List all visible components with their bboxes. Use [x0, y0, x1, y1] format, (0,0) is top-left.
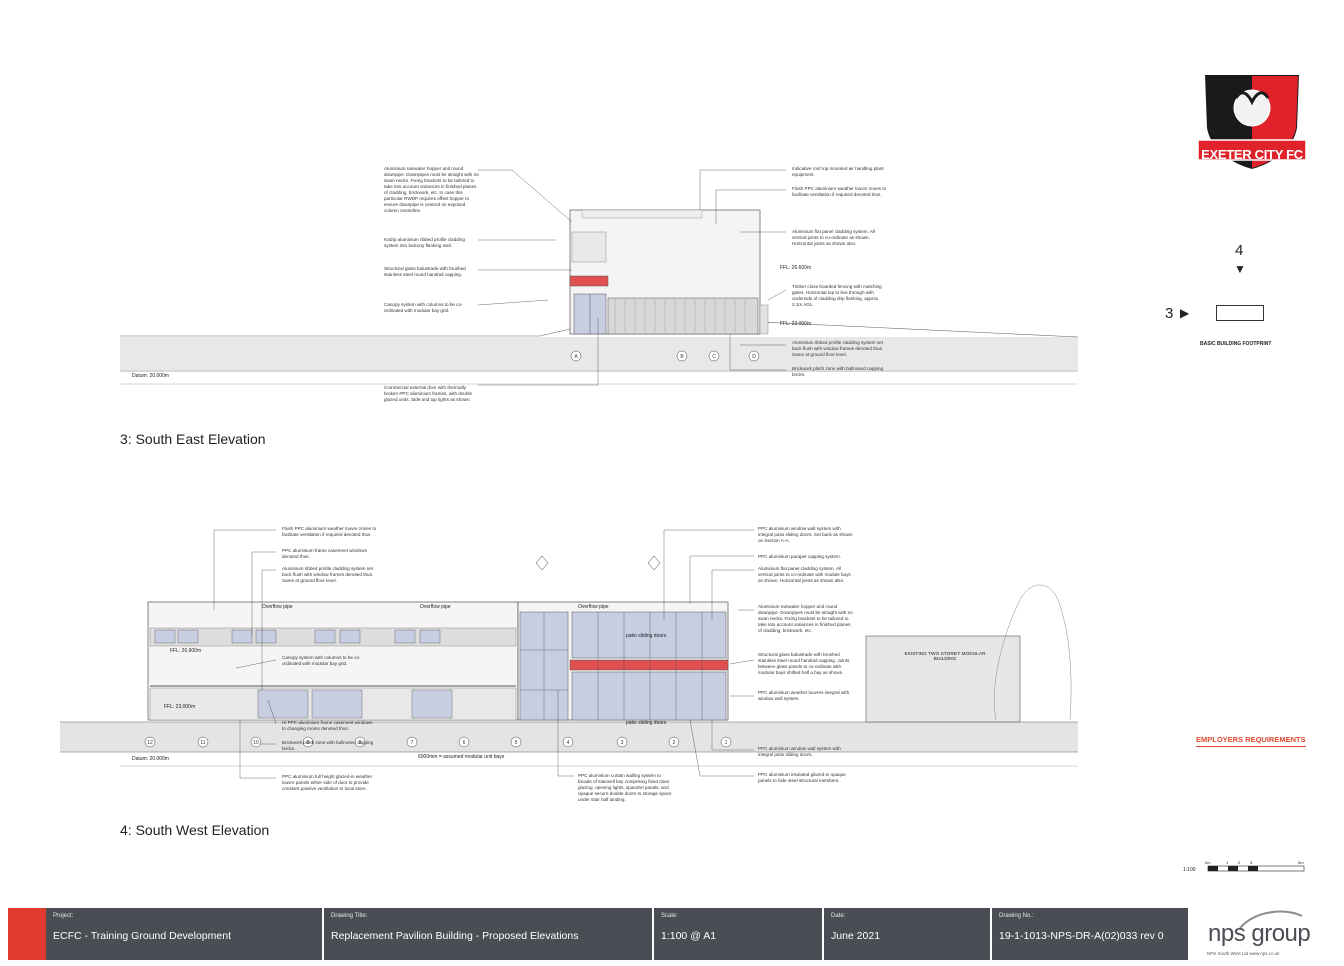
nps-group-swoosh-icon	[1239, 910, 1303, 929]
svg-text:8: 8	[359, 740, 362, 746]
key-plan-label-3: 3	[1165, 305, 1174, 322]
sw-ffl-lower: FFL: 23.000m	[164, 704, 196, 710]
sw-bay-note: 6000mm = assumed modular unit bays	[418, 754, 505, 760]
scale-bar	[1207, 865, 1305, 872]
se-note-brickwork-plinth: Brickwork plinth zone with bullnosed cap…	[792, 366, 884, 377]
svg-text:4: 4	[567, 740, 570, 746]
svg-text:11: 11	[200, 740, 205, 746]
se-note-rainwater-hopper: Aluminium rainwater hopper and round dow…	[384, 166, 479, 213]
svg-text:5: 5	[515, 740, 518, 746]
south-west-elevation-title: 4: South West Elevation	[120, 822, 270, 838]
se-note-ribbed-cladding: Aluminium ribbed profile cladding system…	[792, 340, 884, 357]
sw-note-brickwork-plinth: Brickwork plinth zone with bullnosed cap…	[282, 740, 374, 751]
sw-ffl-upper: FFL: 26.600m	[170, 648, 202, 654]
se-note-weather-louvres: Flush PPC aluminium weather louvre zones…	[792, 186, 887, 197]
sw-patio-label-lower: patio sliding doors	[626, 720, 667, 726]
title-block-drawing-no: Drawing No.: 19-1-1013-NPS-DR-A(02)033 r…	[994, 908, 1184, 960]
sw-note-flat-panel-cladding: Aluminium flat panel cladding system. Al…	[758, 566, 851, 583]
sw-note-curtain-walling: PPC aluminium curtain walling system to …	[578, 773, 672, 802]
se-note-external-door: Commercial external door with thermally …	[384, 385, 473, 402]
sw-note-ribbed-cladding: Aluminium ribbed profile cladding system…	[282, 566, 374, 583]
south-east-elevation-drawing: A B C D	[120, 169, 1079, 386]
sw-note-rainwater-hopper: Aluminium rainwater hopper and round dow…	[758, 604, 853, 633]
sw-overflow-pipe-label: Overflow pipe	[262, 604, 293, 610]
drawing-no-value: 19-1-1013-NPS-DR-A(02)033 rev 0	[999, 930, 1164, 942]
se-note-canopy-system: Canopy system with columns to be co-ordi…	[384, 302, 463, 313]
scale-caption: Scale:	[661, 913, 678, 919]
sw-overflow-pipe-label-2: Overflow pipe	[420, 604, 451, 610]
svg-text:B: B	[680, 354, 684, 360]
scale-tick-0: 0m	[1205, 860, 1211, 865]
title-block-divider	[990, 908, 992, 960]
se-note-glass-balustrade: Structural glass balustrade with brushed…	[384, 266, 466, 277]
svg-text:10: 10	[253, 740, 259, 746]
key-plan-footprint-box	[1216, 305, 1264, 321]
sw-note-canopy-system: Canopy system with columns to be co-ordi…	[282, 655, 361, 666]
company-sub: NPS South West Ltd www.nps.co.uk	[1207, 951, 1280, 956]
title-block-scale: Scale: 1:100 @ A1	[656, 908, 822, 960]
sw-note-window-wall-system: PPC aluminium window wall system with in…	[758, 526, 853, 543]
drawing-no-caption: Drawing No.:	[999, 913, 1034, 919]
scale-tick-2: 2	[1238, 860, 1241, 865]
sw-note-patio-doors: PPC aluminium window wall system with in…	[758, 746, 841, 757]
scale-tick-3: 3	[1250, 860, 1253, 865]
key-plan-label-4: 4	[1235, 242, 1244, 259]
company-name: nps group	[1208, 920, 1311, 947]
sw-note-casement-windows: PPC aluminium frame casement windows den…	[282, 548, 367, 559]
key-plan-arrow-right-icon: ▶	[1180, 306, 1190, 320]
svg-text:C: C	[712, 354, 716, 360]
title-block-divider	[322, 908, 324, 960]
drawing-title-value: Replacement Pavilion Building - Proposed…	[331, 930, 579, 942]
sw-patio-label-upper: patio sliding doors	[626, 633, 667, 639]
svg-text:2: 2	[673, 740, 676, 746]
scale-tick-1: 1	[1226, 860, 1229, 865]
title-block-drawing-title: Drawing Title: Replacement Pavilion Buil…	[326, 908, 652, 960]
drawing-title-caption: Drawing Title:	[331, 913, 368, 919]
date-value: June 2021	[831, 930, 881, 942]
title-block-accent	[8, 908, 46, 960]
employers-requirements-label: EMPLOYERS REQUIREMENTS	[1196, 735, 1306, 747]
key-plan-caption: BASIC BUILDING FOOTPRINT	[1200, 341, 1272, 347]
sw-note-glass-balustrade: Structural glass balustrade with brushed…	[758, 652, 850, 675]
sw-overflow-pipe-label-3: Overflow pipe	[578, 604, 609, 610]
sw-datum: Datum: 20.000m	[132, 756, 169, 762]
exeter-city-crest-logo	[1198, 73, 1306, 172]
key-plan-arrow-down-icon: ▼	[1234, 262, 1246, 276]
existing-building-label: EXISTING TWO STOREY MODULAR BUILDING	[904, 652, 986, 662]
se-note-flat-panel-cladding: Aluminium flat panel cladding system. Al…	[792, 229, 875, 246]
sw-note-changing-room-windows: Hi PPC aluminium frame casement windows …	[282, 720, 373, 731]
scale-tick-5: 5m	[1298, 860, 1304, 865]
sw-note-integral-louvres: PPC aluminium weather louvres integral w…	[758, 690, 850, 701]
scale-value: 1:100 @ A1	[661, 930, 717, 942]
project-value: ECFC - Training Ground Development	[53, 930, 231, 942]
svg-text:7: 7	[411, 740, 414, 746]
title-block-divider	[652, 908, 654, 960]
svg-text:12: 12	[147, 740, 153, 746]
scale-bar-label: 1:100	[1183, 867, 1196, 873]
se-note-roof-plant: Indicative roof top mounted air handling…	[792, 166, 884, 177]
sw-note-parapet-capping: PPC aluminium parapet capping system.	[758, 554, 841, 559]
title-block-project: Project: ECFC - Training Ground Developm…	[48, 908, 322, 960]
se-datum: Datum: 20.000m	[132, 373, 169, 379]
svg-text:1: 1	[725, 740, 728, 746]
logo-text: EXETER CITY FC	[1201, 147, 1303, 162]
svg-text:D: D	[752, 354, 756, 360]
svg-text:A: A	[574, 354, 578, 360]
se-note-kalzip-cladding: Kalzip aluminium ribbed profile cladding…	[384, 237, 465, 248]
svg-text:6: 6	[463, 740, 466, 746]
title-block-divider	[822, 908, 824, 960]
south-west-elevation-drawing: 12 11 10 9 8 7 6 5 4 3 2 1	[60, 529, 1078, 779]
sw-note-louvre-panels: PPC aluminium full height glazed-in weat…	[282, 774, 373, 791]
se-ffl-lower: FFL: 23.000m	[780, 321, 812, 327]
sw-note-weather-louvres: Flush PPC aluminium weather louvre zones…	[282, 526, 377, 537]
se-note-timber-fencing: Timber close boarded fencing with matchi…	[792, 284, 882, 307]
title-block-date: Date: June 2021	[826, 908, 990, 960]
svg-text:9: 9	[307, 740, 310, 746]
project-caption: Project:	[53, 913, 74, 919]
se-ffl-upper: FFL: 26.600m	[780, 265, 812, 271]
date-caption: Date:	[831, 913, 846, 919]
south-east-elevation-title: 3: South East Elevation	[120, 431, 266, 447]
sw-note-opaque-panels: PPC aluminium insulated glazed-in opaque…	[758, 772, 846, 783]
svg-text:3: 3	[621, 740, 624, 746]
